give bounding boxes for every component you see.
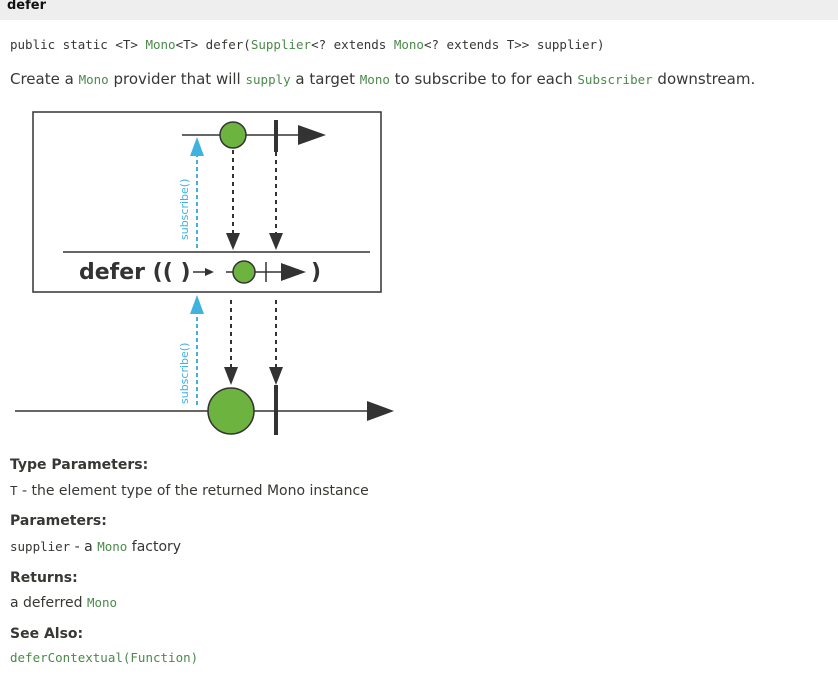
type-parameters-label: Type Parameters: xyxy=(10,457,149,473)
mono-type-link[interactable]: Mono xyxy=(145,37,176,52)
desc-text-5: downstream. xyxy=(652,70,756,88)
mono-type-link-2[interactable]: Mono xyxy=(393,37,424,52)
method-description: Create a Mono provider that will supply … xyxy=(10,70,755,88)
parameter-mono-link[interactable]: Mono xyxy=(97,539,128,554)
complete-arrow-2-icon xyxy=(269,367,283,385)
returns-entry: a deferred Mono xyxy=(10,595,117,611)
parameter-text-1: - a xyxy=(70,539,98,555)
source-timeline-arrow-icon xyxy=(298,125,326,145)
desc-mono-link-2[interactable]: Mono xyxy=(359,72,390,87)
subscribe-label-bottom: subscribe() xyxy=(178,343,191,404)
operator-mini-marble xyxy=(232,260,256,284)
supplier-type-link[interactable]: Supplier xyxy=(250,37,312,52)
method-title: defer xyxy=(7,0,47,13)
subscribe-arrow-top-head-icon xyxy=(190,137,204,156)
desc-mono-link[interactable]: Mono xyxy=(78,72,109,87)
signature-generic-open: <? extends xyxy=(311,37,394,52)
type-parameter-name: T xyxy=(10,483,18,498)
subscribe-label-top: subscribe() xyxy=(178,179,191,240)
emit-arrow-2-icon xyxy=(224,367,238,385)
result-timeline-arrow-icon xyxy=(367,401,394,421)
parameter-name: supplier xyxy=(10,539,71,554)
method-header: defer xyxy=(0,0,838,20)
returns-mono-link[interactable]: Mono xyxy=(86,595,118,610)
result-element-marble xyxy=(207,387,255,435)
operator-close-paren: ) xyxy=(311,260,321,285)
desc-supply-link[interactable]: supply xyxy=(245,72,291,87)
complete-arrow-1-icon xyxy=(269,233,283,250)
parameter-text-2: factory xyxy=(127,539,182,555)
subscribe-arrow-bottom-head-icon xyxy=(190,295,204,314)
signature-generic-close: <? extends T>> supplier) xyxy=(423,37,605,52)
operator-box xyxy=(32,111,382,293)
signature-type-after: <T> defer( xyxy=(175,37,251,52)
source-element-marble xyxy=(219,121,247,149)
emit-arrow-1-icon xyxy=(226,233,240,250)
see-also-label: See Also: xyxy=(10,626,84,642)
type-parameter-entry: T - the element type of the returned Mon… xyxy=(10,483,369,499)
parameter-entry: supplier - a Mono factory xyxy=(10,539,181,555)
operator-label: defer (( ) xyxy=(79,260,191,285)
defer-contextual-link[interactable]: deferContextual(Function) xyxy=(10,650,199,665)
operator-mini-arrow-icon xyxy=(281,263,306,281)
desc-text-2: provider that will xyxy=(108,70,246,88)
returns-label: Returns: xyxy=(10,570,78,586)
desc-text-3: a target xyxy=(290,70,360,88)
desc-text-4: to subscribe to for each xyxy=(389,70,578,88)
method-signature: public static <T> Mono<T> defer(Supplier… xyxy=(10,37,605,52)
parameters-label: Parameters: xyxy=(10,513,107,529)
operator-inner-arrow-icon xyxy=(205,268,214,276)
marble-diagram: subscribe() defer (( ) ) subscribe() xyxy=(15,111,394,435)
desc-subscriber-link[interactable]: Subscriber xyxy=(577,72,653,87)
signature-prefix: public static <T> xyxy=(10,37,146,52)
type-parameter-text: - the element type of the returned Mono … xyxy=(17,483,369,499)
see-also-entry: deferContextual(Function) xyxy=(10,650,198,666)
returns-text: a deferred xyxy=(10,595,87,611)
desc-text-1: Create a xyxy=(10,70,79,88)
